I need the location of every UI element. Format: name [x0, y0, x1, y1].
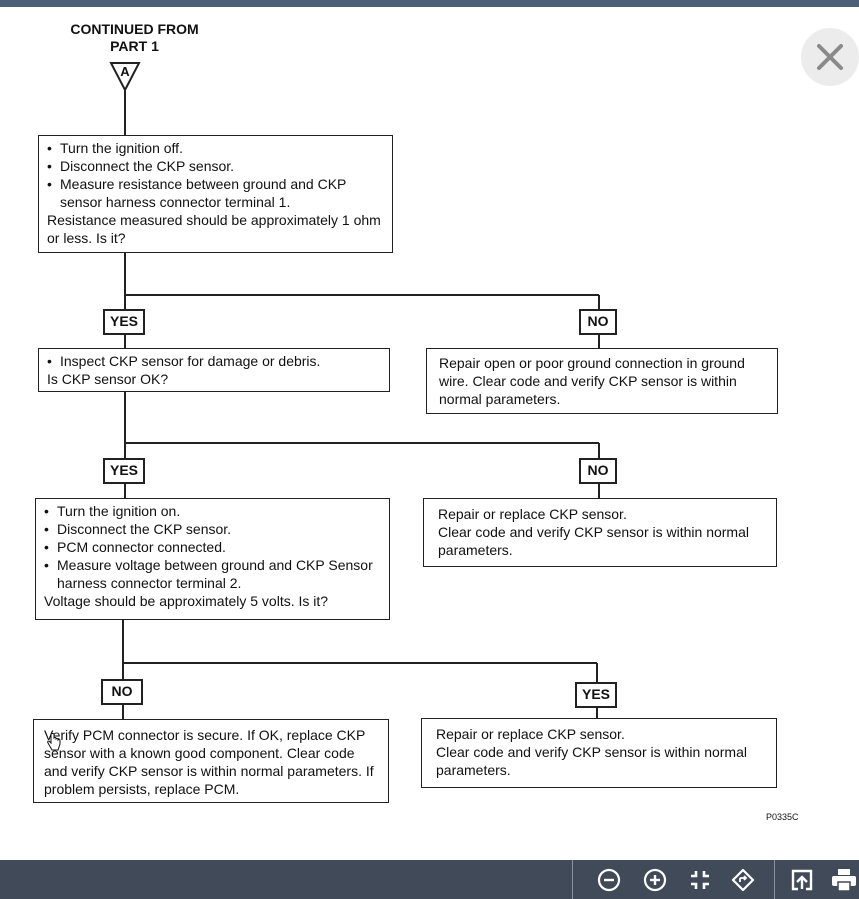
close-icon: [817, 44, 843, 70]
top-bar: [0, 0, 859, 7]
step2-yes-tag: YES: [103, 458, 145, 484]
step2-question: Is CKP sensor OK?: [47, 371, 169, 387]
step2-no-tag: NO: [579, 458, 617, 484]
figure-number: P0335C: [766, 812, 799, 822]
print-icon: [832, 868, 856, 892]
step3-bullet: PCM connector connected.: [44, 538, 381, 556]
step3-yes-tag: YES: [575, 682, 617, 708]
step4-yes-action-line1: Repair or replace CKP sensor.: [436, 726, 625, 742]
toolbar-separator: [774, 860, 775, 899]
fit-screen-button[interactable]: [682, 860, 718, 899]
step1-yes-tag: YES: [103, 309, 145, 335]
step3-no-action-line2: Clear code and verify CKP sensor is with…: [438, 524, 749, 558]
step3-no-action-box: Repair or replace CKP sensor. Clear code…: [423, 498, 777, 567]
step1-bullet: Measure resistance between ground and CK…: [47, 175, 384, 211]
step3-box: Turn the ignition on. Disconnect the CKP…: [35, 498, 390, 620]
step2-bullet: Inspect CKP sensor for damage or debris.: [47, 352, 381, 370]
step3-bullet: Measure voltage between ground and CKP S…: [44, 556, 381, 592]
step4-yes-action-line2: Clear code and verify CKP sensor is with…: [436, 744, 747, 778]
step4-no-action-box: Verify PCM connector is secure. If OK, r…: [33, 719, 389, 803]
bottom-toolbar: [0, 860, 859, 899]
header-line1: CONTINUED FROM: [70, 21, 199, 37]
zoom-out-icon: [597, 868, 621, 891]
step1-bullet: Turn the ignition off.: [47, 139, 384, 157]
zoom-in-icon: [643, 868, 667, 891]
step1-box: Turn the ignition off. Disconnect the CK…: [38, 135, 393, 253]
header-line2: PART 1: [110, 38, 159, 54]
step3-no-action-line1: Repair or replace CKP sensor.: [438, 506, 627, 522]
rotate-button[interactable]: [725, 860, 761, 899]
hand-cursor-icon: [47, 733, 61, 751]
print-button[interactable]: [826, 860, 859, 899]
toolbar-separator: [572, 860, 573, 899]
step3-question: Voltage should be approximately 5 volts.…: [44, 593, 329, 609]
zoom-in-button[interactable]: [637, 860, 673, 899]
step4-yes-action-box: Repair or replace CKP sensor. Clear code…: [421, 718, 777, 788]
step1-question: Resistance measured should be approximat…: [47, 212, 381, 246]
zoom-out-button[interactable]: [591, 860, 627, 899]
flowchart-diagram: CONTINUED FROM PART 1 A Turn the ignitio…: [0, 7, 859, 860]
step3-bullet: Turn the ignition on.: [44, 502, 381, 520]
step1-no-tag: NO: [579, 309, 617, 335]
connector-a-triangle: [109, 62, 141, 93]
step2-box: Inspect CKP sensor for damage or debris.…: [38, 348, 390, 392]
flowchart-lines: [109, 62, 600, 719]
fit-screen-icon: [691, 870, 709, 889]
export-icon: [791, 869, 813, 890]
rotate-icon: [731, 868, 755, 891]
step3-bullet: Disconnect the CKP sensor.: [44, 520, 381, 538]
step1-bullet: Disconnect the CKP sensor.: [47, 157, 384, 175]
connector-a-label: A: [120, 64, 130, 79]
step2-no-action-box: Repair open or poor ground connection in…: [426, 348, 778, 414]
close-button[interactable]: [801, 28, 859, 86]
continued-from-header: CONTINUED FROM PART 1: [62, 21, 207, 55]
step3-no-tag: NO: [101, 679, 143, 705]
export-button[interactable]: [784, 860, 820, 899]
